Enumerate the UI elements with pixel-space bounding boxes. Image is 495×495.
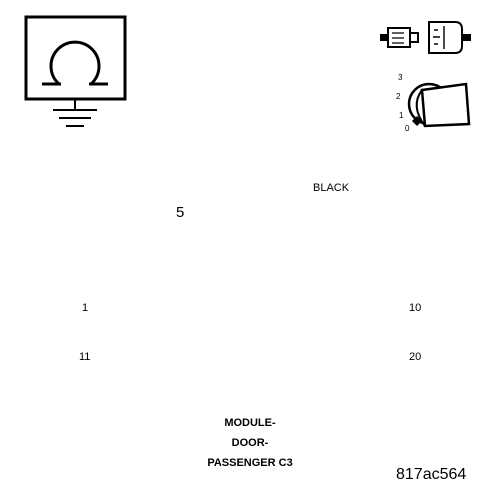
ignition-position-1: 1	[399, 111, 404, 120]
pin-label-20: 20	[409, 351, 422, 363]
pin-label-1: 1	[82, 302, 89, 314]
callout-pin-number: 5	[176, 204, 185, 221]
ignition-key-icon: 3 2 1 0	[396, 73, 471, 133]
connector-plug-icon	[380, 21, 471, 54]
ignition-position-0: 0	[405, 124, 410, 133]
connector-title-line-2: DOOR-	[231, 437, 269, 449]
pin-label-10: 10	[409, 302, 422, 314]
ignition-position-2: 2	[396, 92, 401, 101]
connector-title-line-3: PASSENGER C3	[207, 457, 293, 469]
connector-title-line-1: MODULE-	[224, 417, 276, 429]
figure-id: 817ac564	[396, 466, 467, 483]
connector-color-label: BLACK	[313, 182, 350, 194]
ohm-meter-ground-icon	[24, 15, 127, 127]
ignition-position-3: 3	[398, 73, 403, 82]
pin-label-11: 11	[79, 351, 91, 363]
